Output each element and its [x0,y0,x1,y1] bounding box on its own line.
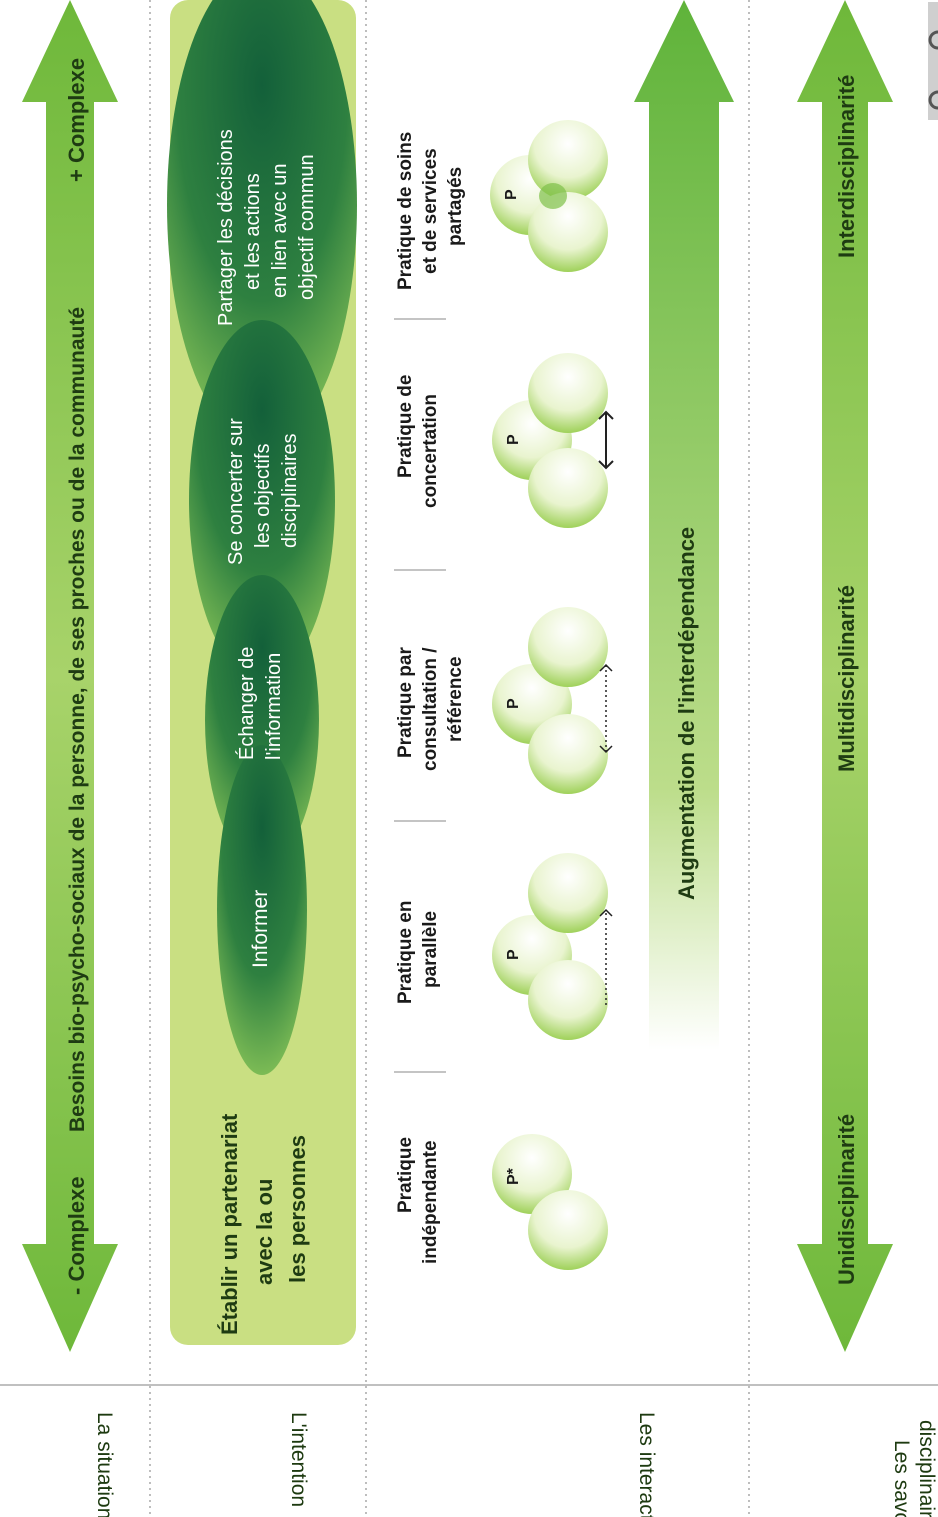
practice-partages: Pratique de soins et de services partagé… [395,120,608,290]
p-marker: P [505,949,522,960]
arrowhead [598,410,614,420]
svg-text:objectif commun: objectif commun [296,154,318,300]
intention-partenariat-label: Établir un partenariat avec la ou les pe… [217,1113,310,1335]
practice-label: indépendante [420,1140,441,1264]
circle [528,1190,608,1270]
intention-echanger-label: Échanger de l'information [235,647,285,760]
svg-text:l'information: l'information [263,653,285,760]
p-marker: P [503,189,520,200]
practice-label: concertation [420,394,441,508]
situation-double-arrow [22,0,118,1352]
circle [528,353,608,433]
interdependance-arrow [634,0,734,1050]
row-label-intention: L'intention [287,1412,310,1507]
column-separators [149,0,750,1517]
practice-label: Pratique [395,1137,416,1213]
practice-label: parallèle [420,911,441,988]
p-marker: P* [505,1167,522,1185]
svg-text:et les actions: et les actions [242,173,264,290]
arrowhead [599,908,613,917]
svg-text:en lien avec un: en lien avec un [269,163,291,298]
savoirs-multi-label: Multidisciplinarité [834,585,859,772]
p-marker: P [505,434,522,445]
circle [528,607,608,687]
svg-text:avec la ou: avec la ou [252,1179,277,1285]
situation-minus-label: - Complexe [64,1176,89,1295]
svg-text:Les savoirs: Les savoirs [890,1440,913,1517]
row-label-savoirs: Les savoirs disciplinaires [890,1420,938,1517]
ellipse-concerter [189,320,335,680]
circle [528,120,608,200]
svg-text:les personnes: les personnes [285,1135,310,1283]
intention-informer-label: Informer [249,890,272,968]
arrowhead [599,663,613,672]
svg-text:Se concerter sur: Se concerter sur [225,418,247,565]
practice-label: Pratique de [395,375,416,478]
interdependance-label: Augmentation de l'interdépendance [674,527,699,900]
savoirs-uni-label: Unidisciplinarité [834,1114,859,1285]
savoirs-double-arrow [797,0,893,1352]
arrowhead [599,745,613,754]
shared-overlap [539,183,567,209]
cc-license-icon [928,2,938,120]
savoirs-inter-label: Interdisciplinarité [834,75,859,258]
row-label-situation: La situation [93,1412,116,1517]
practice-label: consultation / [420,647,441,771]
practice-concertation: Pratique de concertation P [395,353,614,528]
practice-label: et de services [420,148,441,274]
svg-text:les objectifs: les objectifs [252,444,274,549]
svg-text:disciplinaires: disciplinaires [279,434,301,549]
svg-text:Établir un partenariat: Établir un partenariat [217,1113,242,1335]
p-marker: P [505,698,522,709]
svg-text:disciplinaires: disciplinaires [915,1420,938,1517]
practice-label: Pratique en [395,901,416,1004]
svg-text:Partager les décisions: Partager les décisions [215,129,237,326]
ellipse-partager [167,0,357,445]
row-label-interactions: Les interactions [635,1412,658,1517]
situation-needs-label: Besoins bio-psycho-sociaux de la personn… [66,307,89,1132]
circle [528,448,608,528]
circle [528,960,608,1040]
practice-label: Pratique de soins [395,132,416,290]
intention-concerter-label: Se concerter sur les objectifs disciplin… [225,418,301,565]
situation-plus-label: + Complexe [64,58,89,182]
practice-label: partagés [445,167,466,246]
circle [528,714,608,794]
arrowhead [598,460,614,470]
practice-label: référence [445,656,466,742]
ellipse-informer [217,745,307,1075]
circle [528,853,608,933]
intention-partager-label: Partager les décisions et les actions en… [215,129,318,326]
practice-separators [394,318,446,1073]
practice-independante: Pratique indépendante P* [395,1134,608,1270]
svg-text:Échanger de: Échanger de [235,647,258,760]
practice-consultation: Pratique par consultation / référence P [395,607,613,794]
circle [528,192,608,272]
practice-label: Pratique par [395,647,416,758]
practice-parallele: Pratique en parallèle P [395,853,613,1040]
